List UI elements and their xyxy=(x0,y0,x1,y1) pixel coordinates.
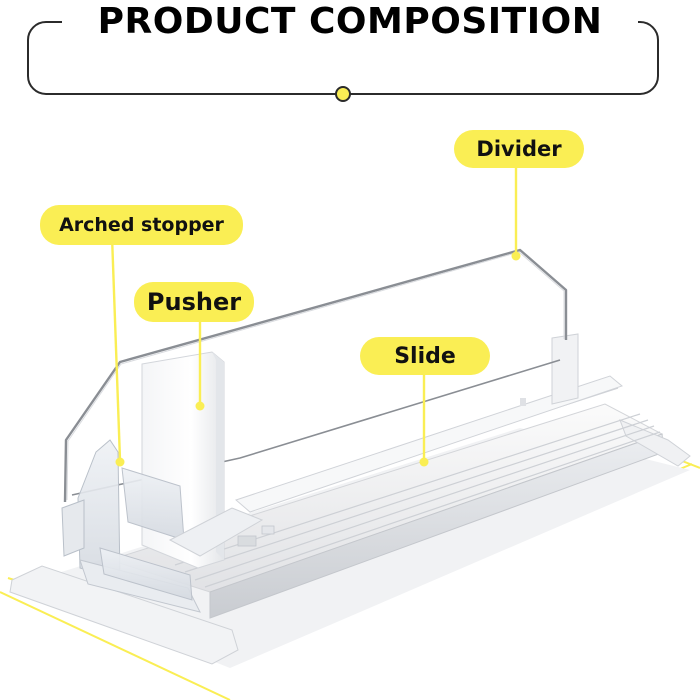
leader-dots xyxy=(115,251,521,467)
slide-center-track xyxy=(235,375,624,513)
label-divider: Divider xyxy=(454,130,584,168)
label-arched-stopper: Arched stopper xyxy=(40,205,243,245)
label-pusher: Pusher xyxy=(134,282,254,322)
rear-post xyxy=(551,333,579,405)
header-frame-dot xyxy=(335,86,351,102)
leader-lines xyxy=(110,164,518,462)
page-title: PRODUCT COMPOSITION xyxy=(62,0,638,50)
label-slide: Slide xyxy=(360,337,490,375)
left-foot xyxy=(9,565,239,665)
arched-stopper xyxy=(61,439,201,613)
